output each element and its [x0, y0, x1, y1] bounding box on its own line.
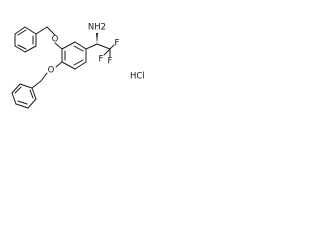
- cf-bond-1: [109, 44, 115, 50]
- lower-benzyl-ch2-bond: [31, 80, 42, 89]
- ether-oxygen-lower: O: [48, 66, 55, 76]
- upper-ether-bond-1: [46, 26, 56, 36]
- cf3-bond: [96, 43, 111, 50]
- ether-oxygen-upper: O: [52, 35, 59, 45]
- upper-ether-bond-2: [54, 42, 63, 50]
- lower-ether-bond-1: [55, 61, 63, 68]
- lower-ether-bond-2: [40, 72, 48, 82]
- salt-label: HCl: [130, 72, 145, 82]
- upper-benzyl-ch2-bond: [35, 26, 48, 35]
- central-aryl-ring: [61, 41, 87, 70]
- structure-canvas: O O NH2 F F F HCl: [11, 23, 145, 109]
- lower-benzyl-ring: [11, 83, 37, 109]
- amine-label: NH2: [88, 23, 106, 33]
- fluorine-3: F: [99, 55, 104, 65]
- fluorine-2: F: [108, 57, 113, 67]
- side-chain-bond: [85, 43, 98, 50]
- upper-benzyl-ring: [14, 26, 37, 53]
- cf-bond-3: [103, 48, 111, 56]
- stereo-wedge-bond: [96, 33, 98, 44]
- fluorine-1: F: [115, 39, 120, 49]
